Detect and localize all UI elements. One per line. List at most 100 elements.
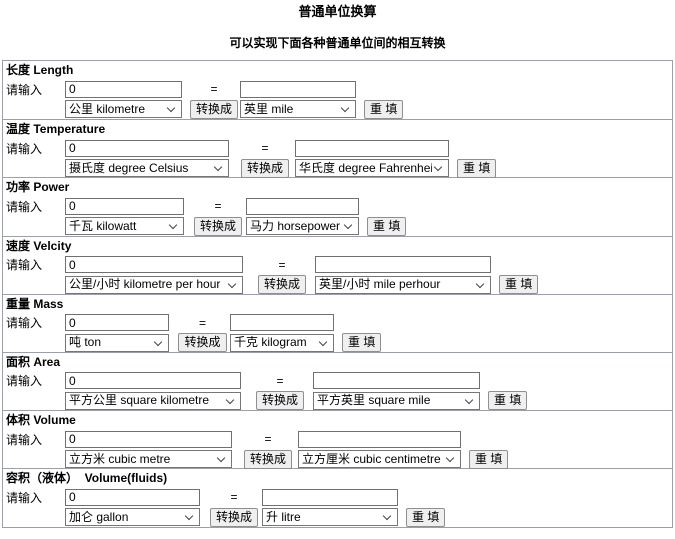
input-row: 请输入 = [6, 255, 672, 275]
section-heading: 容积（液体） Volume(fluids) [6, 471, 168, 486]
result-input[interactable] [246, 197, 359, 215]
to-unit-select[interactable]: 华氏度 degree Fahrenheit [295, 159, 449, 178]
to-unit-select-wrap: 英里 mile [240, 100, 356, 118]
input-row: 请输入 = [6, 79, 672, 99]
controls-row: 千瓦 kilowatt 转换成 马力 horsepower 重 填 [6, 216, 672, 236]
input-prompt-label: 请输入 [6, 490, 43, 505]
value-input[interactable] [65, 488, 200, 506]
input-row: 请输入 = [6, 429, 672, 449]
convert-button[interactable]: 转换成 [243, 449, 292, 469]
equals-sign: = [210, 82, 218, 96]
section-heading: 重量 Mass [6, 296, 64, 311]
reset-button[interactable]: 重 填 [367, 216, 407, 236]
convert-button[interactable]: 转换成 [240, 158, 289, 178]
value-input[interactable] [65, 197, 184, 215]
result-input[interactable] [262, 488, 398, 506]
section-area: 面积 Area 请输入 = 平方公里 square kilometre 转换成 … [3, 351, 672, 411]
from-unit-select-wrap: 公里/小时 kilometre per hour [65, 275, 243, 294]
convert-button[interactable]: 转换成 [255, 391, 304, 411]
to-unit-select[interactable]: 千克 kilogram [230, 333, 334, 352]
convert-button[interactable]: 转换成 [178, 333, 227, 353]
reset-button[interactable]: 重 填 [406, 507, 446, 527]
convert-button[interactable]: 转换成 [257, 275, 306, 295]
from-unit-select[interactable]: 公里 kilometre [65, 100, 182, 118]
from-unit-select-wrap: 吨 ton [65, 333, 169, 352]
from-unit-select[interactable]: 立方米 cubic metre [65, 450, 232, 469]
from-unit-select[interactable]: 加仑 gallon [65, 508, 200, 527]
to-unit-select-wrap: 华氏度 degree Fahrenheit [295, 159, 449, 178]
convert-button[interactable]: 转换成 [189, 99, 238, 119]
to-unit-select[interactable]: 平方英里 square mile [313, 391, 480, 410]
to-unit-select[interactable]: 马力 horsepower [246, 217, 359, 236]
equals-sign: = [230, 490, 238, 505]
equals-sign: = [214, 199, 222, 214]
value-input[interactable] [65, 372, 241, 390]
section-heading: 功率 Power [6, 180, 70, 195]
to-unit-select-wrap: 英里/小时 mile perhour [315, 275, 491, 294]
result-input[interactable] [295, 139, 449, 157]
result-input[interactable] [313, 372, 480, 390]
equals-sign: = [198, 315, 206, 330]
controls-row: 公里 kilometre 转换成 英里 mile 重 填 [6, 99, 672, 119]
controls-row: 立方米 cubic metre 转换成 立方厘米 cubic centimetr… [6, 449, 672, 469]
to-unit-select-wrap: 立方厘米 cubic centimetre [298, 450, 461, 469]
result-input[interactable] [315, 256, 491, 274]
to-unit-select[interactable]: 升 litre [262, 508, 398, 527]
convert-button[interactable]: 转换成 [209, 507, 258, 527]
section-volume-fluids: 容积（液体） Volume(fluids) 请输入 = 加仑 gallon 转换… [3, 468, 672, 527]
result-input[interactable] [230, 314, 334, 332]
input-row: 请输入 = [6, 138, 672, 158]
input-prompt-label: 请输入 [6, 258, 43, 273]
from-unit-select-wrap: 千瓦 kilowatt [65, 217, 184, 236]
to-unit-select[interactable]: 英里 mile [240, 100, 356, 118]
to-unit-select-wrap: 千克 kilogram [230, 333, 334, 352]
input-row: 请输入 = [6, 313, 672, 333]
input-prompt-label: 请输入 [6, 432, 43, 447]
equals-sign: = [276, 373, 284, 388]
equals-sign: = [261, 141, 269, 156]
converter-table: 长度 Length 请输入 = 公里 kilometre 转换成 英里 mile… [2, 60, 673, 528]
page-title: 普通单位换算 [298, 4, 377, 19]
to-unit-select[interactable]: 立方厘米 cubic centimetre [298, 450, 461, 469]
section-velocity: 速度 Velcity 请输入 = 公里/小时 kilometre per hou… [3, 235, 672, 295]
value-input[interactable] [65, 256, 243, 274]
input-row: 请输入 = [6, 371, 672, 391]
reset-button[interactable]: 重 填 [488, 391, 528, 411]
section-heading: 面积 Area [6, 354, 61, 369]
value-input[interactable] [65, 430, 232, 448]
section-power: 功率 Power 请输入 = 千瓦 kilowatt 转换成 马力 horsep… [3, 177, 672, 236]
controls-row: 吨 ton 转换成 千克 kilogram 重 填 [6, 333, 672, 353]
to-unit-select-wrap: 平方英里 square mile [313, 391, 480, 410]
from-unit-select[interactable]: 公里/小时 kilometre per hour [65, 275, 243, 294]
section-temperature: 温度 Temperature 请输入 = 摄氏度 degree Celsius … [3, 119, 672, 178]
from-unit-select[interactable]: 吨 ton [65, 333, 169, 352]
to-unit-select[interactable]: 英里/小时 mile perhour [315, 275, 491, 294]
section-volume: 体积 Volume 请输入 = 立方米 cubic metre 转换成 立方厘米… [3, 410, 672, 469]
reset-button[interactable]: 重 填 [364, 99, 404, 119]
section-heading: 温度 Temperature [6, 122, 106, 137]
result-input[interactable] [298, 430, 461, 448]
controls-row: 公里/小时 kilometre per hour 转换成 英里/小时 mile … [6, 275, 672, 295]
equals-sign: = [278, 257, 286, 272]
controls-row: 平方公里 square kilometre 转换成 平方英里 square mi… [6, 391, 672, 411]
from-unit-select[interactable]: 千瓦 kilowatt [65, 217, 184, 236]
controls-row: 加仑 gallon 转换成 升 litre 重 填 [6, 507, 672, 527]
value-input[interactable] [65, 80, 182, 98]
result-input[interactable] [240, 80, 356, 98]
input-prompt-label: 请输入 [6, 199, 43, 214]
reset-button[interactable]: 重 填 [499, 275, 539, 295]
section-heading: 长度 Length [6, 63, 74, 77]
reset-button[interactable]: 重 填 [469, 449, 509, 469]
value-input[interactable] [65, 314, 169, 332]
reset-button[interactable]: 重 填 [342, 333, 382, 353]
to-unit-select-wrap: 马力 horsepower [246, 217, 359, 236]
from-unit-select-wrap: 立方米 cubic metre [65, 450, 232, 469]
input-row: 请输入 = [6, 487, 672, 507]
input-prompt-label: 请输入 [6, 141, 43, 156]
from-unit-select[interactable]: 摄氏度 degree Celsius [65, 159, 229, 178]
page-subtitle: 可以实现下面各种普通单位间的相互转换 [229, 36, 446, 50]
value-input[interactable] [65, 139, 229, 157]
reset-button[interactable]: 重 填 [457, 158, 497, 178]
from-unit-select[interactable]: 平方公里 square kilometre [65, 391, 241, 410]
convert-button[interactable]: 转换成 [193, 216, 242, 236]
